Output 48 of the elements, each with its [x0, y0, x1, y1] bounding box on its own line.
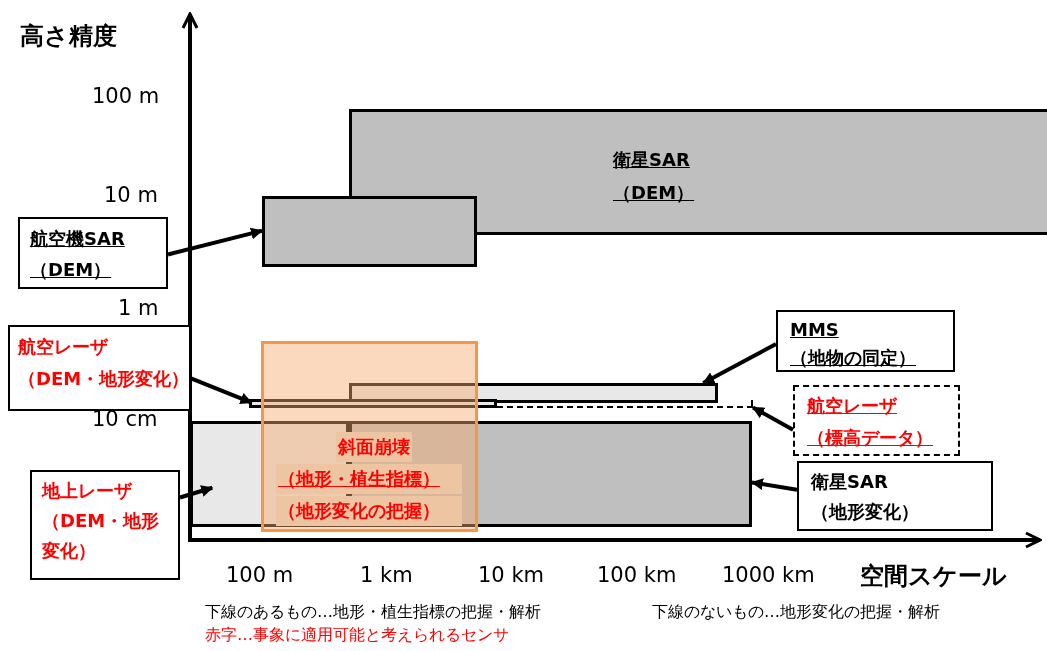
arrow [190, 376, 253, 405]
label-text: 地上レーザ [42, 479, 132, 503]
label-text: （地形変化の把握） [276, 496, 462, 526]
range-bar [349, 109, 1047, 235]
tick-label: 1 km [360, 563, 413, 587]
callout-box [8, 325, 191, 411]
highlight-box [261, 341, 478, 532]
callout-box [776, 310, 955, 372]
callout-box [18, 217, 168, 289]
arrow [167, 227, 263, 257]
arrow [752, 405, 794, 432]
label-text: （DEM） [30, 258, 112, 282]
label-text: （地形・植生指標） [276, 464, 462, 494]
arrow [702, 342, 777, 385]
label-text: MMS [790, 318, 839, 342]
note-text: 赤字…事象に適用可能と考えられるセンサ [205, 625, 509, 646]
label-text: 斜面崩壊 [336, 432, 412, 462]
tick-label: 1000 km [722, 563, 815, 587]
tick-label: 10 m [104, 183, 158, 207]
range-bar [497, 400, 753, 408]
note-text: 下線のないもの…地形変化の把握・解析 [652, 602, 940, 623]
label-text: （DEM） [613, 181, 695, 205]
callout-box [30, 470, 180, 580]
tick-label: 100 m [92, 84, 160, 108]
tick-label: 100 km [597, 563, 677, 587]
label-text: （DEM・地形変化） [18, 367, 190, 391]
range-bar [249, 399, 497, 408]
label-text: 航空レーザ [807, 394, 897, 418]
callout-box [797, 461, 993, 531]
label-text: （地物の同定） [790, 346, 916, 370]
label-text: 衛星SAR [613, 148, 690, 172]
axis-title: 高さ精度 [20, 21, 117, 52]
arrow [179, 485, 214, 500]
label-text: 航空機SAR [30, 227, 125, 251]
range-bar [349, 383, 718, 403]
tick-label: 100 m [226, 563, 294, 587]
tick-label: 10 km [478, 563, 544, 587]
label-text: （標高データ） [807, 426, 933, 450]
arrow [751, 478, 798, 492]
tick-label: 1 m [118, 296, 159, 320]
label-text: （DEM・地形変化） [42, 509, 161, 563]
label-text: 衛星SAR [811, 470, 888, 494]
label-text: 航空レーザ [18, 335, 108, 359]
note-text: 下線のあるもの…地形・植生指標の把握・解析 [205, 602, 541, 623]
range-bar [262, 196, 477, 267]
callout-box [793, 385, 960, 456]
label-text: （地形変化） [811, 500, 919, 524]
axis-title: 空間スケール [860, 561, 1007, 592]
